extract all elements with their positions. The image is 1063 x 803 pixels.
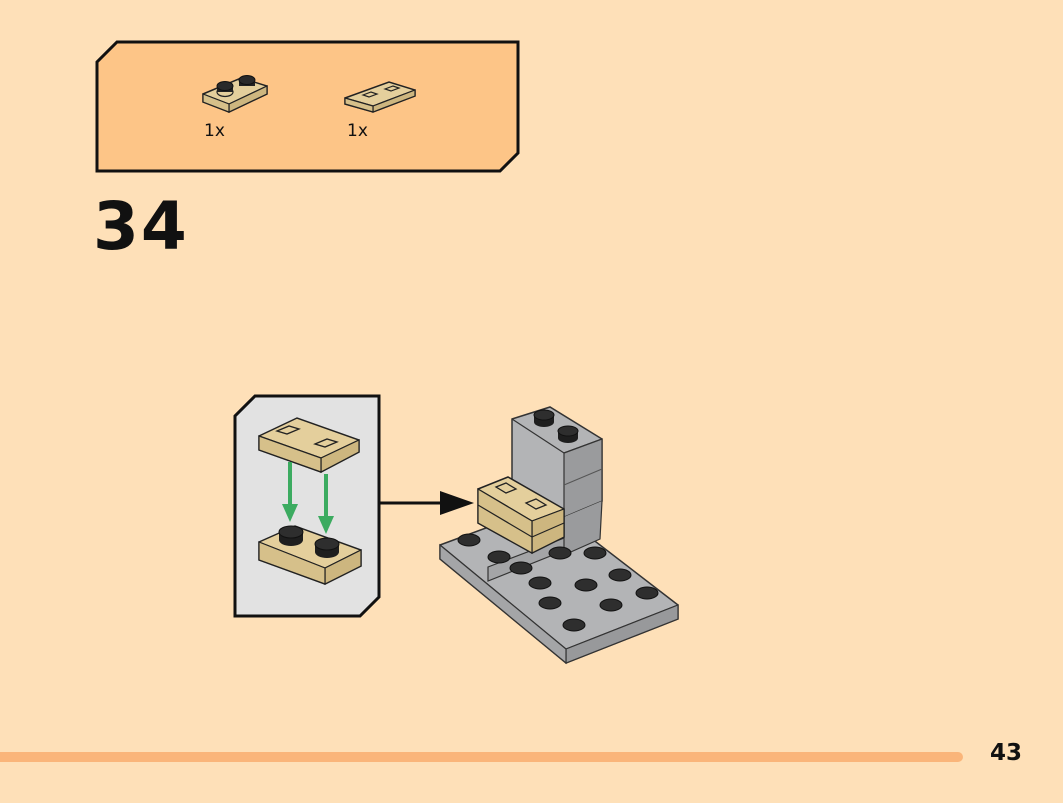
arrow-down-icon <box>318 474 334 534</box>
part-quantity: 1x <box>347 121 368 141</box>
part-quantity: 1x <box>204 121 225 141</box>
tan-plate-and-tile <box>477 476 565 555</box>
page-number: 43 <box>990 740 1023 766</box>
arrow-down-icon <box>282 462 298 522</box>
tile-1x2-tan-icon <box>258 417 360 473</box>
tile-1x2-tan-icon <box>343 76 418 120</box>
parts-list-frame <box>95 40 520 173</box>
main-assembly <box>378 405 688 674</box>
plate-1x2-tan-icon <box>258 525 362 585</box>
plate-1x2-tan-icon <box>201 68 271 122</box>
arrow-right-icon <box>380 491 474 515</box>
parts-list-box: 1x 1x <box>95 40 520 173</box>
gray-base-plate <box>439 504 679 665</box>
footer-bar <box>0 752 963 762</box>
gray-studs <box>457 533 659 632</box>
step-number: 34 <box>93 188 189 265</box>
sub-assembly-callout <box>233 394 383 623</box>
